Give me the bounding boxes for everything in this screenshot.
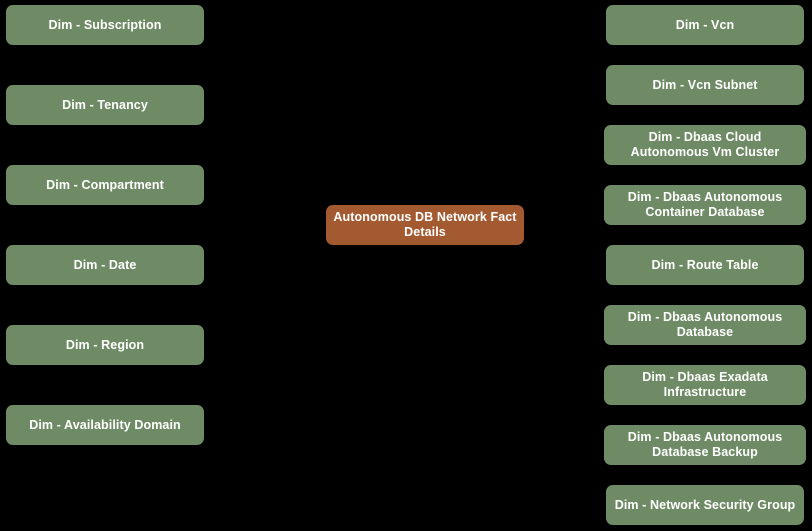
dimension-node-dim-vcn-label: Dim - Vcn <box>675 17 735 32</box>
dimension-node-dim-route-table[interactable]: Dim - Route Table <box>606 245 804 285</box>
dimension-node-dim-region-label: Dim - Region <box>65 337 145 352</box>
dimension-node-dim-network-security-group[interactable]: Dim - Network Security Group <box>606 485 804 525</box>
dimension-node-dim-route-table-label: Dim - Route Table <box>651 257 759 272</box>
dimension-node-dim-dbaas-autonomous-container-database[interactable]: Dim - Dbaas Autonomous Container Databas… <box>604 185 806 225</box>
dimension-node-dim-date-label: Dim - Date <box>73 257 137 272</box>
dimension-node-dim-subscription-label: Dim - Subscription <box>48 17 162 32</box>
dimension-node-dim-dbaas-exadata-infrastructure[interactable]: Dim - Dbaas Exadata Infrastructure <box>604 365 806 405</box>
dimension-node-dim-availability-domain-label: Dim - Availability Domain <box>29 417 181 432</box>
dimension-node-dim-compartment-label: Dim - Compartment <box>46 177 164 192</box>
dimension-node-dim-region[interactable]: Dim - Region <box>6 325 204 365</box>
dimension-node-dim-availability-domain[interactable]: Dim - Availability Domain <box>6 405 204 445</box>
dimension-node-dim-compartment[interactable]: Dim - Compartment <box>6 165 204 205</box>
dimension-node-dim-date[interactable]: Dim - Date <box>6 245 204 285</box>
dimension-node-dim-network-security-group-label: Dim - Network Security Group <box>614 497 796 512</box>
dimension-node-dim-vcn-subnet-label: Dim - Vcn Subnet <box>652 77 758 92</box>
dimension-node-dim-dbaas-exadata-infrastructure-label: Dim - Dbaas Exadata Infrastructure <box>642 370 768 399</box>
dimension-node-dim-tenancy-label: Dim - Tenancy <box>62 97 148 112</box>
dimension-node-dim-dbaas-autonomous-database-backup[interactable]: Dim - Dbaas Autonomous Database Backup <box>604 425 806 465</box>
dimension-node-dim-dbaas-cloud-autonomous-vm-cluster-label: Dim - Dbaas Cloud Autonomous Vm Cluster <box>630 130 780 159</box>
dimension-node-dim-dbaas-autonomous-container-database-label: Dim - Dbaas Autonomous Container Databas… <box>627 190 783 219</box>
dimension-node-dim-vcn-subnet[interactable]: Dim - Vcn Subnet <box>606 65 804 105</box>
dimension-node-dim-subscription[interactable]: Dim - Subscription <box>6 5 204 45</box>
dimension-node-dim-tenancy[interactable]: Dim - Tenancy <box>6 85 204 125</box>
dimension-node-dim-vcn[interactable]: Dim - Vcn <box>606 5 804 45</box>
dimension-node-dim-dbaas-autonomous-database-label: Dim - Dbaas Autonomous Database <box>627 310 783 339</box>
fact-node-autonomous-db-network-fact-details[interactable]: Autonomous DB Network Fact Details <box>326 205 524 245</box>
dimension-node-dim-dbaas-autonomous-database[interactable]: Dim - Dbaas Autonomous Database <box>604 305 806 345</box>
dimension-node-dim-dbaas-autonomous-database-backup-label: Dim - Dbaas Autonomous Database Backup <box>627 430 783 459</box>
fact-node-autonomous-db-network-fact-details-label: Autonomous DB Network Fact Details <box>333 210 517 239</box>
dimension-node-dim-dbaas-cloud-autonomous-vm-cluster[interactable]: Dim - Dbaas Cloud Autonomous Vm Cluster <box>604 125 806 165</box>
